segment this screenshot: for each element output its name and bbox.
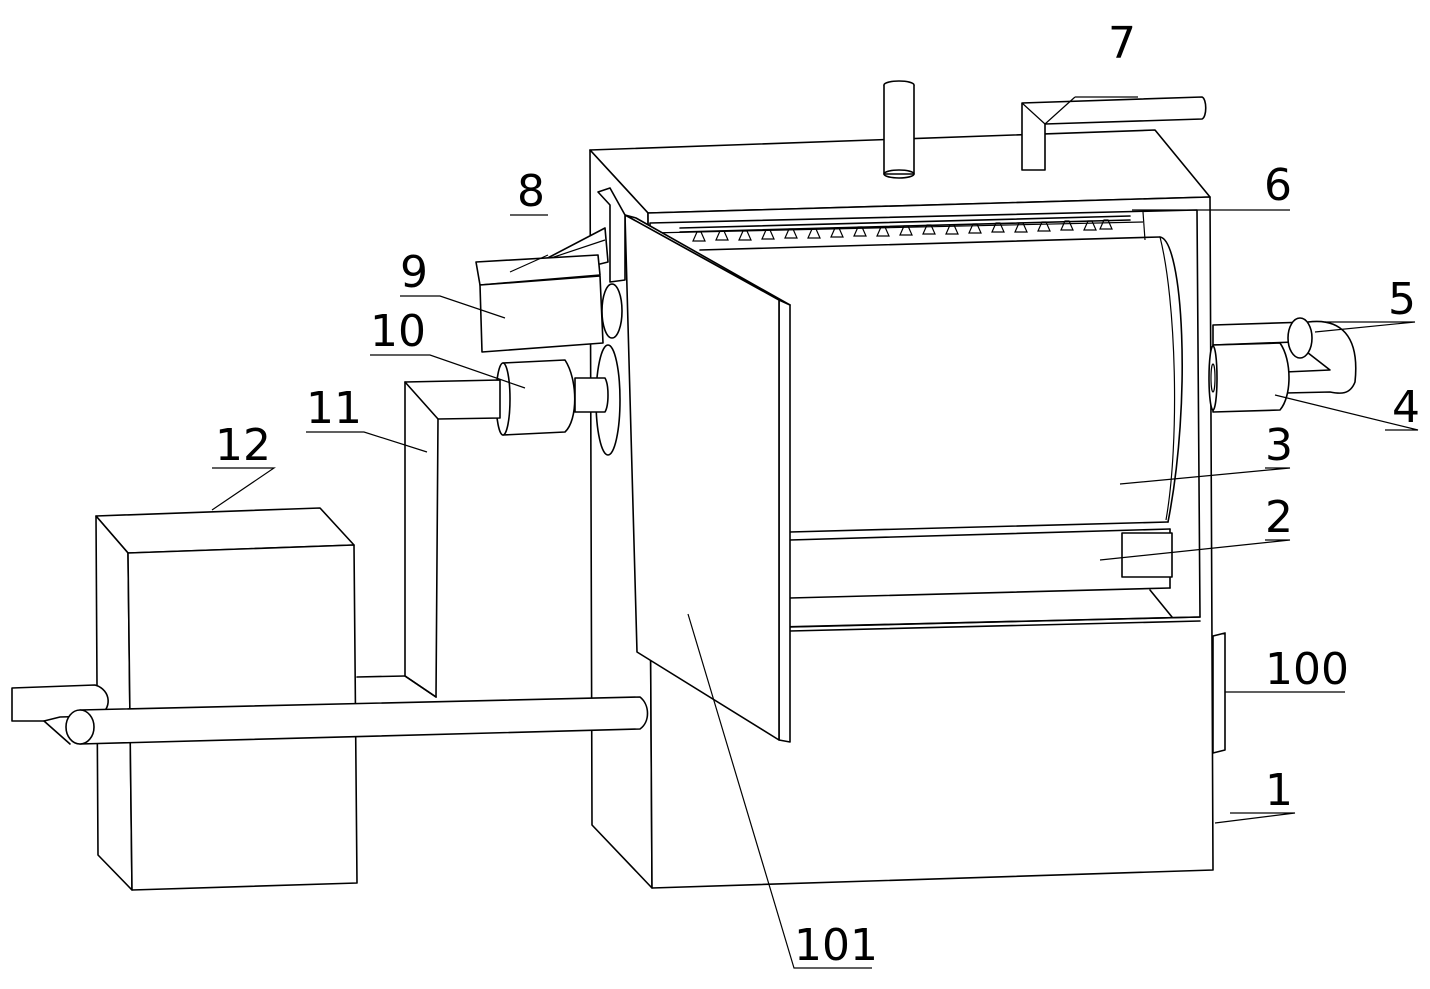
label-2: 2 (1265, 492, 1293, 543)
label-7: 7 (1108, 18, 1136, 69)
label-101: 101 (794, 920, 878, 971)
label-100: 100 (1265, 644, 1349, 695)
label-10: 10 (370, 306, 426, 357)
duct-11 (356, 379, 501, 698)
panel-100 (1212, 632, 1226, 754)
leader-lines (211, 96, 1419, 969)
label-6: 6 (1264, 160, 1292, 211)
label-8: 8 (517, 166, 545, 217)
box-12 (95, 507, 358, 891)
motor-9 (475, 254, 623, 456)
label-3: 3 (1265, 420, 1293, 471)
drum-3 (699, 236, 1183, 533)
label-12: 12 (215, 420, 271, 471)
label-4: 4 (1392, 382, 1420, 433)
spray-bar-6 (679, 215, 1131, 242)
long-pipe (11, 684, 649, 745)
label-9: 9 (400, 247, 428, 298)
label-1: 1 (1265, 765, 1293, 816)
number-labels: 7 8 6 9 10 5 11 4 12 3 2 100 1 101 (215, 18, 1420, 971)
label-11: 11 (306, 383, 362, 434)
top-fittings (883, 80, 1207, 179)
label-5: 5 (1388, 274, 1416, 325)
right-fittings (1208, 317, 1357, 413)
door-101 (624, 214, 791, 743)
